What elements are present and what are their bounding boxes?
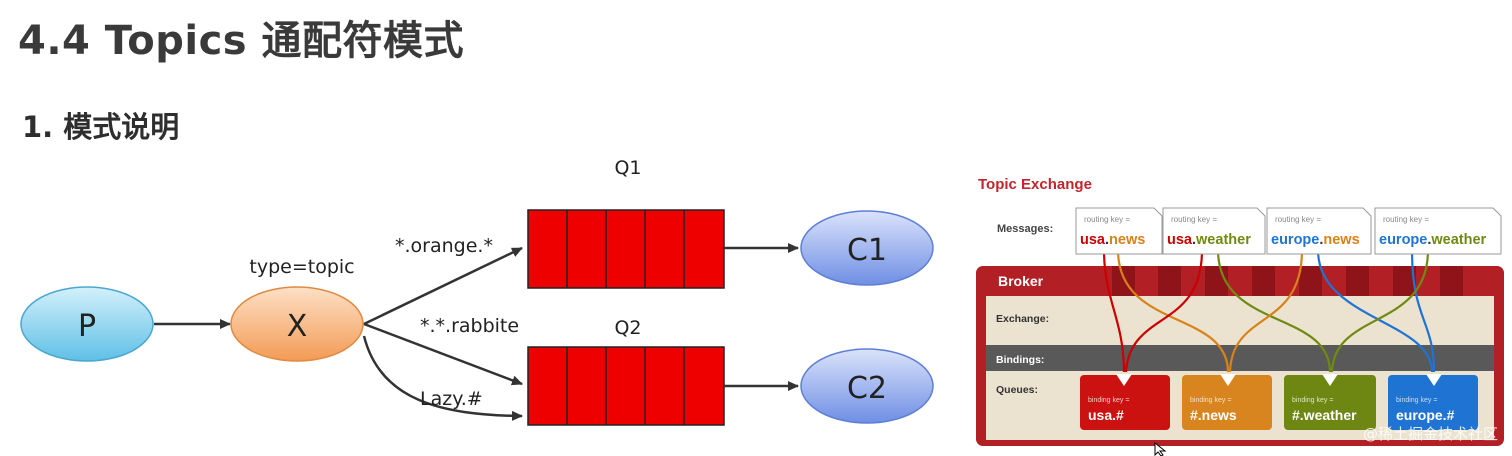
- section-heading: 1. 模式说明: [22, 110, 180, 144]
- exchange-node: X: [230, 286, 364, 362]
- page-title: 4.4 Topics 通配符模式: [18, 18, 465, 64]
- message-card: routing key = usa.weather: [1162, 207, 1266, 255]
- exchange-type-label: type=topic: [249, 256, 354, 278]
- topic-exchange-title: Topic Exchange: [978, 176, 1092, 193]
- binding-key-caption: binding key =: [1292, 397, 1333, 404]
- queue-binding-key: usa.#: [1088, 407, 1124, 423]
- binding-arrow-q1: [363, 246, 523, 326]
- binding-arrow-q2-lazy: [362, 335, 523, 421]
- consumer2-node: C2: [800, 348, 934, 424]
- routing-key-caption: routing key =: [1383, 215, 1429, 224]
- message-card: routing key = europe.weather: [1374, 207, 1502, 255]
- binding-key-lazy: Lazy.#: [420, 388, 483, 410]
- binding-key-orange: *.orange.*: [395, 235, 493, 257]
- queue-boxes: binding key = usa.# binding key = #.news…: [1080, 374, 1478, 430]
- consumer1-label: C1: [847, 233, 887, 268]
- messages-row-label: Messages:: [997, 223, 1053, 235]
- queue-europe: binding key = europe.#: [1388, 374, 1478, 430]
- queue1: [527, 209, 725, 289]
- binding-arrow-q2-rabbite: [363, 322, 523, 386]
- queue-news: binding key = #.news: [1182, 374, 1272, 430]
- broker-label: Broker: [998, 273, 1044, 289]
- binding-key-rabbite: *.*.rabbite: [420, 315, 519, 337]
- queue-binding-key: europe.#: [1396, 407, 1455, 423]
- binding-key-caption: binding key =: [1190, 397, 1231, 404]
- routing-key-caption: routing key =: [1084, 215, 1130, 224]
- routing-lines: [1102, 249, 1436, 373]
- exchange-row-label: Exchange:: [996, 313, 1049, 325]
- queues-row-label: Queues:: [996, 384, 1038, 396]
- routing-key-caption: routing key =: [1171, 215, 1217, 224]
- queue-usa: binding key = usa.#: [1080, 374, 1170, 430]
- routing-key-value: europe.news: [1271, 232, 1360, 248]
- queue-binding-key: #.news: [1190, 407, 1237, 423]
- bindings-row-label: Bindings:: [996, 354, 1044, 366]
- watermark: @稀土掘金技术社区: [1362, 425, 1498, 443]
- producer-node: P: [20, 286, 154, 362]
- queue2-label: Q2: [614, 317, 641, 339]
- queue1-label: Q1: [614, 157, 641, 179]
- message-card: routing key = europe.news: [1266, 207, 1372, 255]
- exchange-label: X: [287, 309, 308, 344]
- consumer1-node: C1: [800, 210, 934, 286]
- routing-key-value: europe.weather: [1379, 232, 1487, 248]
- routing-key-caption: routing key =: [1275, 215, 1321, 224]
- routing-key-value: usa.news: [1080, 232, 1145, 248]
- queue-binding-key: #.weather: [1292, 407, 1357, 423]
- binding-key-caption: binding key =: [1088, 397, 1129, 404]
- routing-key-value: usa.weather: [1167, 232, 1251, 248]
- producer-label: P: [78, 309, 96, 344]
- mouse-cursor-icon: [1154, 442, 1167, 456]
- queue-weather: binding key = #.weather: [1284, 374, 1376, 430]
- consumer2-label: C2: [847, 371, 887, 406]
- queue2: [527, 346, 725, 426]
- binding-key-caption: binding key =: [1396, 397, 1437, 404]
- message-cards: routing key = usa.news routing key = usa…: [1075, 207, 1502, 255]
- message-card: routing key = usa.news: [1075, 207, 1163, 255]
